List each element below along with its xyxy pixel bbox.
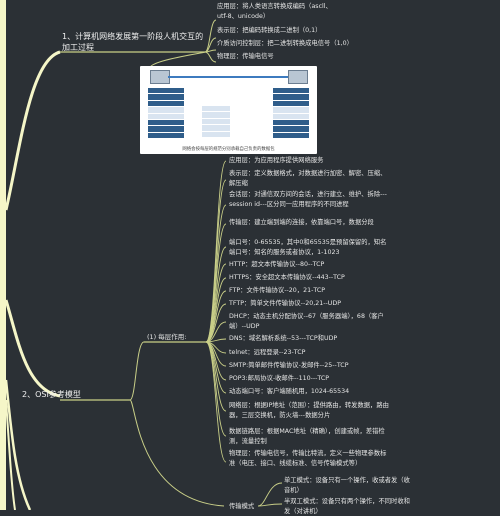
layer-item-text: 数据链路层：根据MAC地址（精确），创建或帧，差错检测，流量控制 xyxy=(229,428,385,445)
receiver-layer-stack xyxy=(273,88,309,139)
transmission-mode-node[interactable]: 传输模式 xyxy=(229,502,269,512)
topic-2-label: 2、OSI参考模型 xyxy=(22,390,81,399)
layer-item-text: 端口号：0-65535，其中0和65535是预留保留的，知名端口号：知名的服务或… xyxy=(229,239,387,256)
layer-item-text: HTTP：超文本传输协议--80--TCP xyxy=(229,261,325,268)
network-cable xyxy=(168,76,288,78)
t1-item-presentation[interactable]: 表示层：把编码转换成二进制（0,1） xyxy=(217,26,347,36)
layer-item[interactable]: 表示层：定义数据格式，对数据进行加密、解密、压缩、解压缩 xyxy=(229,169,389,188)
layer-item-text: HTTPS：安全超文本传输协议--443--TCP xyxy=(229,274,345,281)
t1-item-physical[interactable]: 物理层：传输电信号 xyxy=(217,52,347,62)
layer-item-text: 表示层：定义数据格式，对数据进行加密、解密、压缩、解压缩 xyxy=(229,170,387,187)
layer-item-text: 动态端口号：客户端随机用，1024-65534 xyxy=(229,388,350,395)
layer-item-text: 传输层：建立端到端的连接，依靠端口号，数据分段 xyxy=(229,219,374,226)
layer-item-text: 会话层：对通信双方间的会话，进行建立、维护、拆除---session id---… xyxy=(229,191,387,208)
layer-item[interactable]: telnet：远程登录--23-TCP xyxy=(229,348,389,358)
mode-item-simplex[interactable]: 单工模式：设备只有一个操作，收或者发（收音机） xyxy=(284,476,414,495)
packet-stack xyxy=(202,106,230,138)
layer-role-node[interactable]: (1) 每层作用: xyxy=(147,333,217,343)
layer-item[interactable]: FTP：文件传输协议--20，21-TCP xyxy=(229,286,389,296)
layer-item-text: DNS：域名解析系统--53---TCP和UDP xyxy=(229,335,338,342)
t1-item-text: 物理层：传输电信号 xyxy=(217,53,274,60)
layer-item-text: 网络层：根据IP地址（范围）：提供路由，转发数据，路由器，三层交换机，防火墙--… xyxy=(229,402,389,419)
layer-item-text: TFTP：简单文件传输协议--20,21--UDP xyxy=(229,300,342,307)
layer-item[interactable]: DNS：域名解析系统--53---TCP和UDP xyxy=(229,334,389,344)
mode-item-text: 半双工模式：设备只有两个操作，不同时收和发（对讲机） xyxy=(284,498,410,515)
layer-item-text: POP3:邮局协议-收邮件--110---TCP xyxy=(229,375,330,382)
topic-1-label: 1、计算机网络发展第一阶段人机交互的加工过程 xyxy=(62,32,204,52)
computer-icon xyxy=(288,70,308,84)
layer-item[interactable]: 端口号：0-65535，其中0和65535是预留保留的，知名端口号：知名的服务或… xyxy=(229,238,389,257)
layer-role-label: (1) 每层作用: xyxy=(147,333,187,341)
layer-item-text: FTP：文件传输协议--20，21-TCP xyxy=(229,287,326,294)
figure-caption: 网络会按每层的规范分别承载自己负责的数据包 xyxy=(182,147,275,152)
root-branch-bar xyxy=(0,0,6,510)
layer-item-text: 物理层：传输电信号，传输比特流，定义一些物理参数标准（电压、接口、线缆标准、信号… xyxy=(229,450,387,467)
computer-icon xyxy=(150,70,170,84)
layer-item-text: 应用层：为应用程序提供网络服务 xyxy=(229,157,324,164)
layer-item[interactable]: 应用层：为应用程序提供网络服务 xyxy=(229,156,389,166)
layer-item[interactable]: SMTP:简单邮件传输协议-发邮件--25--TCP xyxy=(229,361,389,371)
layer-item[interactable]: 物理层：传输电信号，传输比特流，定义一些物理参数标准（电压、接口、线缆标准、信号… xyxy=(229,449,389,468)
mode-item-text: 单工模式：设备只有一个操作，收或者发（收音机） xyxy=(284,477,410,494)
layer-item-text: telnet：远程登录--23-TCP xyxy=(229,349,306,356)
layer-item[interactable]: 传输层：建立端到端的连接，依靠端口号，数据分段 xyxy=(229,218,389,228)
t1-item-text: 应用层：将人类语言转换成编码（ascll、utf-8、unicode） xyxy=(217,3,332,20)
layer-item[interactable]: DHCP：动态主机分配协议--67（服务器端），68（客户端）--UDP xyxy=(229,312,389,331)
layer-item[interactable]: 动态端口号：客户端随机用，1024-65534 xyxy=(229,387,389,397)
layer-item[interactable]: POP3:邮局协议-收邮件--110---TCP xyxy=(229,374,389,384)
layer-item[interactable]: 网络层：根据IP地址（范围）：提供路由，转发数据，路由器，三层交换机，防火墙--… xyxy=(229,401,389,420)
t1-item-mac[interactable]: 介质访问控制层：把二进制转换成电信号（1,0） xyxy=(217,39,367,49)
t1-item-text: 介质访问控制层：把二进制转换成电信号（1,0） xyxy=(217,40,353,47)
layer-item[interactable]: HTTPS：安全超文本传输协议--443--TCP xyxy=(229,273,389,283)
t1-item-application[interactable]: 应用层：将人类语言转换成编码（ascll、utf-8、unicode） xyxy=(217,2,337,21)
layer-item[interactable]: 数据链路层：根据MAC地址（精确），创建或帧，差错检测，流量控制 xyxy=(229,427,389,446)
layer-item-text: DHCP：动态主机分配协议--67（服务器端），68（客户端）--UDP xyxy=(229,313,384,330)
mode-item-half-duplex[interactable]: 半双工模式：设备只有两个操作，不同时收和发（对讲机） xyxy=(284,497,414,516)
sender-layer-stack xyxy=(148,88,184,139)
layer-item[interactable]: HTTP：超文本传输协议--80--TCP xyxy=(229,260,389,270)
topic-2-title[interactable]: 2、OSI参考模型 xyxy=(22,389,142,400)
layer-item[interactable]: TFTP：简单文件传输协议--20,21--UDP xyxy=(229,299,389,309)
topic-1-title[interactable]: 1、计算机网络发展第一阶段人机交互的加工过程 xyxy=(62,31,208,53)
t1-item-text: 表示层：把编码转换成二进制（0,1） xyxy=(217,27,322,34)
layer-item[interactable]: 会话层：对通信双方间的会话，进行建立、维护、拆除---session id---… xyxy=(229,190,389,209)
layer-item-text: SMTP:简单邮件传输协议-发邮件--25--TCP xyxy=(229,362,349,369)
transmission-mode-label: 传输模式 xyxy=(229,503,255,510)
osi-model-figure[interactable]: 网络会按每层的规范分别承载自己负责的数据包 xyxy=(140,66,317,154)
